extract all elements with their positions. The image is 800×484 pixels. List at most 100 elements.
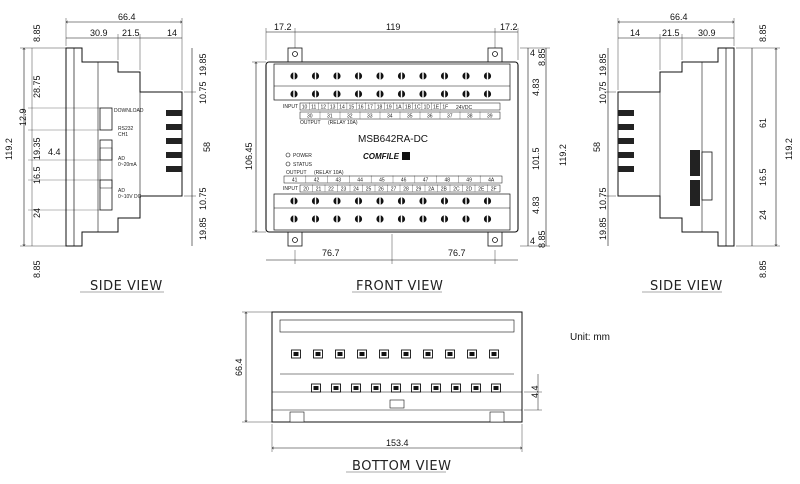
terminal-number: 13: [330, 105, 336, 111]
left-dim-7: 8.85: [32, 260, 42, 278]
brand-logo: COMFILE: [363, 152, 400, 161]
terminal-number: 19: [386, 105, 392, 111]
bottom-caption: BOTTOM VIEW: [352, 459, 451, 474]
screw-terminal-icon: [376, 72, 384, 80]
front-caption: FRONT VIEW: [356, 279, 443, 294]
front-left-height: 106.45: [244, 142, 254, 170]
screw-terminal-icon: [397, 215, 406, 223]
terminal-number: 33: [367, 114, 373, 120]
front-output-label-bottom: OUTPUT: [286, 170, 307, 176]
terminal-block-icon: [471, 383, 481, 393]
terminal-number: 25: [366, 187, 372, 193]
right-rdim-2: 119.2: [784, 138, 794, 160]
terminal-block-icon: [445, 349, 455, 359]
terminal-block-icon: [311, 383, 321, 393]
terminal-number: 31: [327, 114, 333, 120]
terminal-block-icon: [401, 349, 411, 359]
bottom-width: 153.4: [386, 438, 409, 448]
left-rdim-3: 10.75: [198, 187, 208, 210]
right-ldim-2: 58: [592, 142, 602, 152]
front-rdim-3: 101.5: [531, 147, 541, 170]
screw-terminal-icon: [440, 90, 449, 98]
screw-terminal-icon: [311, 197, 320, 205]
terminal-block-icon: [431, 383, 441, 393]
left-dim-0: 8.85: [32, 24, 42, 42]
left-rdim-4: 19.85: [198, 217, 208, 240]
terminal-number: 28: [403, 187, 409, 193]
left-top-width: 66.4: [118, 12, 136, 22]
bottom-small-dim: 4.4: [530, 385, 540, 398]
screw-terminal-icon: [290, 72, 298, 80]
terminal-block-icon: [451, 383, 461, 393]
front-bottom-dim-1: 76.7: [448, 248, 466, 258]
screw-terminal-icon: [397, 90, 406, 98]
screw-terminal-icon: [290, 197, 298, 205]
left-rdim-1: 10.75: [198, 81, 208, 104]
front-output-label-top: OUTPUT: [300, 120, 321, 126]
right-ldim-3: 10.75: [598, 187, 608, 210]
left-side-caption: SIDE VIEW: [90, 279, 163, 294]
left-dim-2: 12.9: [18, 108, 28, 126]
terminal-block-icon: [467, 349, 477, 359]
left-label-0-10vdc: 0~10V DC: [118, 194, 142, 200]
screw-terminal-icon: [333, 197, 341, 205]
terminal-block-icon: [335, 349, 345, 359]
front-bottom-dim-0: 76.7: [322, 248, 340, 258]
terminal-block-icon: [291, 349, 301, 359]
screw-terminal-icon: [290, 215, 298, 223]
terminal-number: 1E: [433, 105, 440, 111]
terminal-number: 22: [328, 187, 334, 193]
screw-terminal-icon: [440, 215, 449, 223]
screw-terminal-icon: [333, 215, 341, 223]
left-dim-1: 28.75: [32, 75, 42, 98]
left-label-ad1: AD: [118, 156, 125, 162]
screw-terminal-icon: [311, 90, 320, 98]
left-side-view: DOWNLOAD RS232 CH1 AD 0~20mA AD 0~10V DC…: [4, 12, 212, 294]
right-rdim-5: 8.85: [758, 260, 768, 278]
left-dim-4: 4.4: [48, 147, 61, 157]
terminal-block-icon: [357, 349, 367, 359]
terminal-number: 11: [311, 105, 316, 111]
terminal-block-icon: [411, 383, 421, 393]
terminal-number: 41: [292, 178, 298, 184]
screw-terminal-icon: [311, 215, 320, 223]
terminal-number: 48: [445, 178, 451, 184]
left-dim-5: 16.5: [32, 166, 42, 184]
right-rdim-0: 8.85: [758, 24, 768, 42]
terminal-number: 2E: [478, 187, 485, 193]
terminal-number: 12: [320, 105, 326, 111]
left-dim-3: 19.35: [32, 137, 42, 160]
screw-terminal-icon: [376, 215, 384, 223]
terminal-number: 27: [391, 187, 397, 193]
front-rdim-5: 4.83: [531, 196, 541, 214]
screw-terminal-icon: [462, 197, 470, 205]
terminal-number: 37: [447, 114, 453, 120]
terminal-number: 1A: [395, 105, 402, 111]
terminal-number: 4A: [488, 178, 495, 184]
terminal-number: 46: [401, 178, 407, 184]
terminal-block-icon: [331, 383, 341, 393]
terminal-number: 21: [316, 187, 322, 193]
front-top-dim-1: 119: [386, 22, 400, 32]
left-total-height: 119.2: [4, 138, 14, 160]
screw-terminal-icon: [483, 197, 492, 205]
screw-terminal-icon: [333, 90, 341, 98]
model-name: MSB642RA-DC: [358, 134, 428, 145]
screw-terminal-icon: [462, 215, 470, 223]
screw-terminal-icon: [483, 90, 492, 98]
terminal-number: 14: [339, 105, 345, 111]
front-24vdc-label: 24VDC: [456, 105, 473, 111]
left-label-0-20ma: 0~20mA: [118, 162, 137, 168]
terminal-number: 38: [467, 114, 473, 120]
terminal-block-icon: [379, 349, 389, 359]
terminal-number: 2C: [453, 187, 460, 193]
right-rdim-3: 16.5: [758, 168, 768, 186]
screw-terminal-icon: [419, 215, 427, 223]
right-rdim-1: 61: [758, 118, 768, 128]
terminal-block-icon: [391, 383, 401, 393]
left-label-ad2: AD: [118, 188, 125, 194]
terminal-number: 23: [341, 187, 347, 193]
screw-terminal-icon: [290, 90, 298, 98]
front-top-dim-2: 17.2: [500, 22, 518, 32]
